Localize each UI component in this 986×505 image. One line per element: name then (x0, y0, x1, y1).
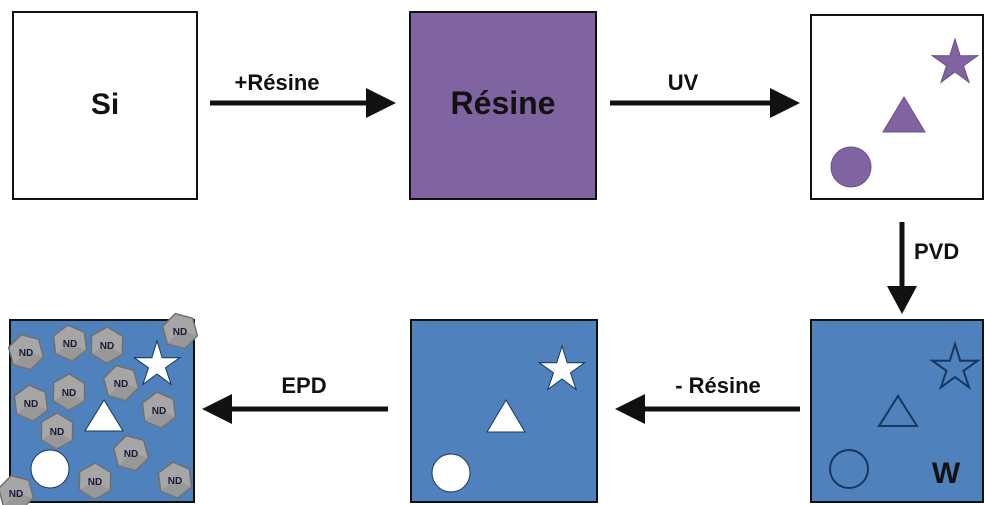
nanodiamond-icon: ND (0, 474, 35, 505)
nanodiamond-icon: ND (161, 312, 199, 350)
star-icon (537, 344, 587, 391)
uv-patterned-box (810, 14, 984, 200)
nanodiamond-label: ND (19, 348, 33, 359)
triangle-outline-icon (877, 394, 919, 427)
nanodiamond-label: ND (152, 406, 166, 417)
epd-label: EPD (281, 373, 326, 398)
circle-icon (830, 146, 872, 188)
nanodiamond-label: ND (62, 388, 76, 399)
nanodiamond-label: ND (24, 399, 38, 410)
metal-label: W (932, 457, 961, 490)
nanodiamond-icon: ND (112, 434, 150, 472)
nanodiamond-label: ND (173, 327, 187, 338)
arrow-add-resin: +Résine (210, 70, 396, 118)
triangle-icon (486, 399, 526, 433)
nanodiamond-icon: ND (90, 326, 124, 364)
arrow-remove-resin: - Résine (615, 373, 800, 424)
triangle-icon (882, 96, 926, 133)
pvd-label: PVD (914, 239, 959, 264)
nanodiamond-label: ND (114, 379, 128, 390)
nanodiamond-icon: ND (52, 373, 86, 411)
star-outline-icon (929, 340, 981, 391)
nanodiamond-label: ND (63, 339, 77, 350)
add-resin-label: +Résine (235, 70, 320, 95)
arrow-epd: EPD (202, 373, 388, 424)
nanodiamond-label: ND (100, 341, 114, 352)
remove-resin-label: - Résine (675, 373, 761, 398)
nanodiamond-icon: ND (141, 391, 177, 429)
tungsten-deposited-box: W (810, 319, 984, 503)
circle-outline-icon (829, 449, 869, 489)
nanodiamond-label: ND (168, 476, 182, 487)
nanodiamond-icon: ND (40, 412, 74, 450)
nanodiamond-layer: ND ND ND ND ND ND ND ND ND ND ND ND ND (0, 312, 199, 505)
triangle-icon (84, 399, 124, 432)
star-icon (132, 339, 182, 386)
nanodiamond-icon: ND (102, 364, 140, 402)
circle-icon (431, 453, 471, 493)
arrow-uv: UV (610, 70, 800, 118)
resin-coated-box: Résine (409, 11, 597, 200)
star-icon (930, 37, 980, 84)
nanodiamond-label: ND (124, 449, 138, 460)
circle-icon (30, 449, 70, 489)
nanodiamond-icon: ND (7, 333, 45, 371)
nanodiamond-icon: ND (13, 384, 49, 422)
nanodiamond-icon: ND (157, 461, 193, 499)
nanodiamond-icon: ND (52, 324, 88, 362)
si-substrate-box: Si (12, 11, 198, 200)
resin-removed-box (410, 319, 598, 503)
nanodiamond-label: ND (88, 477, 102, 488)
si-label: Si (91, 88, 119, 121)
arrow-pvd: PVD (887, 222, 959, 314)
uv-label: UV (668, 70, 699, 95)
nanodiamond-deposited-box: ND ND ND ND ND ND ND ND ND ND ND ND ND (0, 312, 199, 505)
nanodiamond-label: ND (9, 489, 23, 500)
nanodiamond-icon: ND (78, 462, 112, 500)
nanodiamond-label: ND (50, 427, 64, 438)
resin-label: Résine (451, 85, 556, 121)
